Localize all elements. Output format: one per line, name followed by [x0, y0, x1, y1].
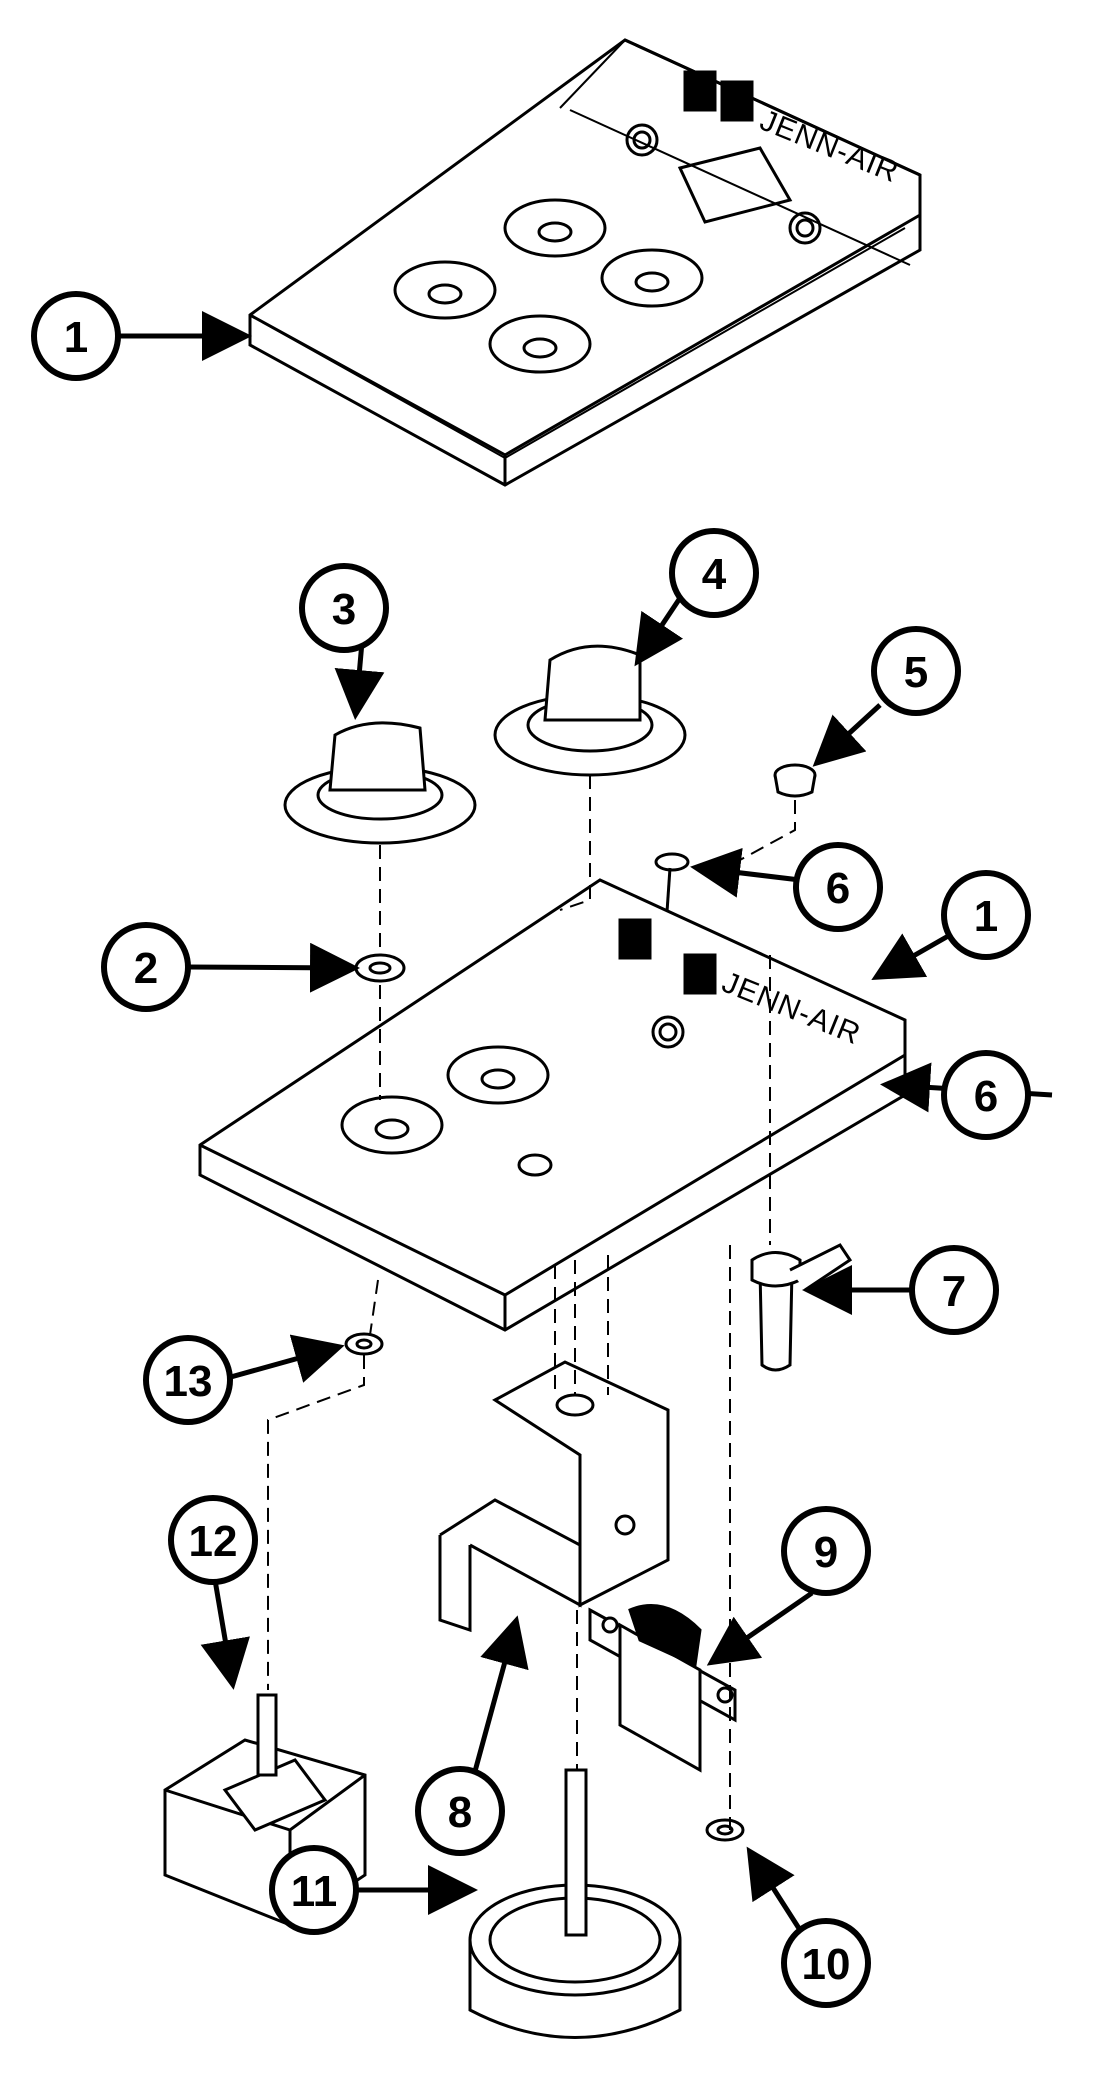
callout-number: 6: [826, 864, 850, 913]
control-panel-assembled: [248, 38, 922, 487]
assembly-lines: [267, 775, 796, 1830]
callout-number: 9: [814, 1528, 838, 1577]
callout-number: 10: [802, 1940, 851, 1989]
timer-motor-11: [468, 1768, 682, 2039]
callout-number: 5: [904, 648, 928, 697]
knob-4: [493, 644, 687, 777]
washer-2: [354, 953, 406, 983]
switch-9: [588, 1604, 737, 1773]
callout-number: 11: [291, 1867, 338, 1916]
callout-number: 3: [332, 585, 356, 634]
callout-number: 6: [974, 1072, 998, 1121]
callout-number: 1: [64, 313, 88, 362]
nut-10: [705, 1818, 745, 1842]
pilot-light-7: [750, 1243, 853, 1372]
control-panel-exploded: [198, 878, 907, 1332]
callout-number: 12: [189, 1517, 238, 1566]
washer-13: [344, 1332, 384, 1356]
callout-number: 2: [134, 944, 158, 993]
callout-number: 1: [974, 892, 998, 941]
callouts: 1 3 4 5 6 2 1 6 7 13 12 9 8 11 10: [31, 291, 1053, 2008]
indicator-lens-5: [773, 763, 817, 798]
callout-number: 8: [448, 1788, 472, 1837]
callout-number: 13: [164, 1357, 213, 1406]
bracket-8: [438, 1360, 670, 1633]
callout-number: 7: [942, 1267, 966, 1316]
knob-3: [283, 721, 477, 845]
callout-number: 4: [702, 550, 727, 599]
